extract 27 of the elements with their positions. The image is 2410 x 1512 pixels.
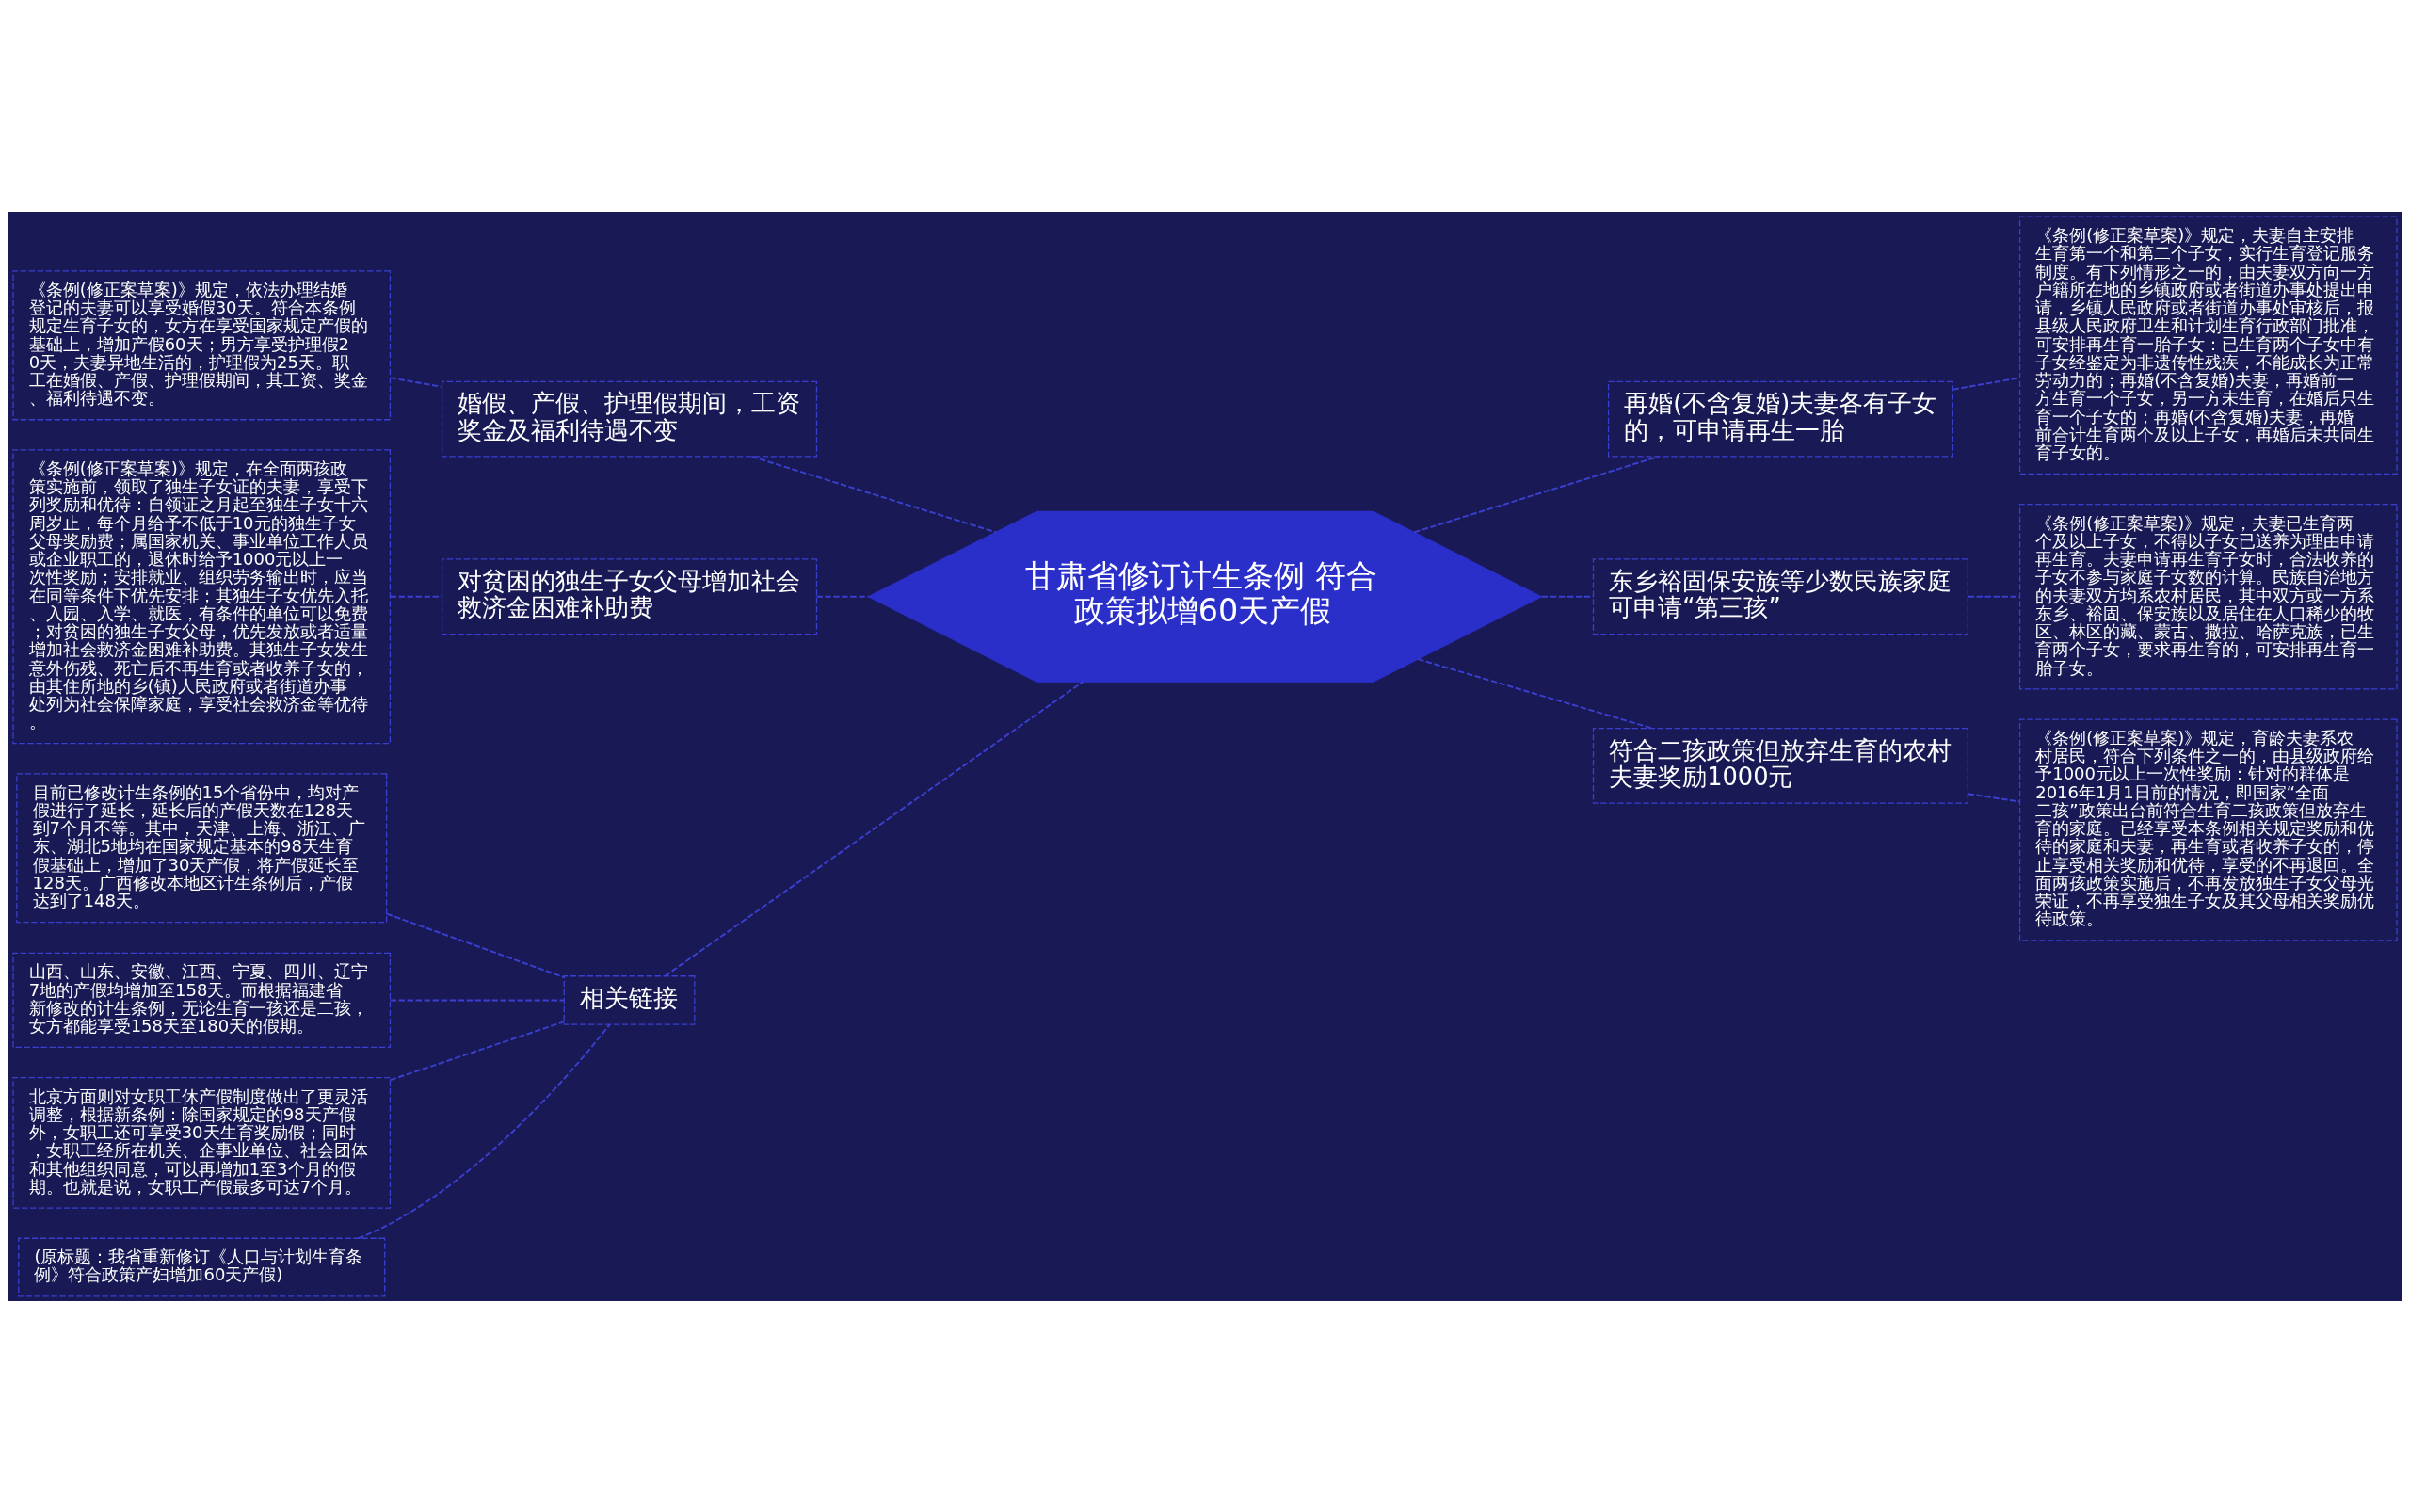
node-box: 山西、山东、安徽、江西、宁夏、四川、辽宁7地的产假均增加至158天。而根据福建省新修改的计生条例，无论生育一孩还是二孩，女方都能享受158天至180天的假期。 [12, 952, 392, 1048]
connector [1967, 595, 2021, 598]
connector [664, 680, 1084, 977]
connector [815, 595, 870, 598]
connector [389, 595, 443, 598]
connector [389, 376, 443, 388]
node-box: 《条例(修正案草案)》规定，在全面两孩政策实施前，领取了独生子女证的夫妻，享受下列奖励和优待：自领证之月起至独生子女十六周岁止，每个月给予不低于10元的独生子女父母奖励费；属国家机关、事业单位工作人员或企业职工的，退休时给予1000元以上一次性奖励；安排就业、组织劳务输出时，应当在同等条件下优先安排；其独生子女优先入托、入园、入学、就医，有条件的单位可以免费；对贫困的独生子女父母，优先发放或者适量增加社会救济金困难补助费。其独生子女发生意外伤残、死亡后不再生育或者收养子女的，由其住所地的乡(镇)人民政府或者街道办事处列为社会保障家庭，享受社会救济金等优待。 [12, 448, 392, 744]
node-box: 《条例(修正案草案)》规定，依法办理结婚登记的夫妻可以享受婚假30天。符合本条例规定生育子女的，女方在享受国家规定产假的基础上，增加产假60天；男方享受护理假20天，夫妻异地生活的，护理假为25天。职工在婚假、产假、护理假期间，其工资、奖金、福利待遇不变。 [12, 269, 392, 420]
connector [750, 455, 997, 533]
connector [385, 912, 566, 978]
node-box: 东乡裕固保安族等少数民族家庭可申请“第三孩” [1592, 557, 1968, 635]
connector [1413, 455, 1660, 533]
node-box: 北京方面则对女职工休产假制度做出了更灵活调整，根据新条例：除国家规定的98天产假外，女职工还可享受30天生育奖励假；同时，女职工经所在机关、企事业单位、社会团体和其他组织同意，可以再增加1至3个月的假期。也就是说，女职工产假最多可达7个月。 [12, 1076, 392, 1209]
connector [1967, 792, 2021, 802]
node-box: 再婚(不含复婚)夫妻各有子女的，可申请再生一胎 [1607, 380, 1953, 458]
node-box: 目前已修改计生条例的15个省份中，均对产假进行了延长，延长后的产假天数在128天到7个月不等。其中，天津、上海、浙江、广东、湖北5地均在国家规定基本的98天生育假基础上，增加了30天产假，将产假延长至128天。广西修改本地区计生条例后，产假达到了148天。 [16, 772, 388, 923]
node-box: (原标题：我省重新修订《人口与计划生育条例》符合政策产妇增加60天产假) [18, 1237, 386, 1296]
node-box: 婚假、产假、护理假期间，工资奖金及福利待遇不变 [442, 380, 818, 458]
node-box: 《条例(修正案草案)》规定，夫妻已生育两个及以上子女，不得以子女已送养为理由申请再生育。夫妻申请再生育子女时，合法收养的子女不参与家庭子女数的计算。民族自治地方的夫妻双方均系农村居民，其中双方或一方系东乡、裕固、保安族以及居住在人口稀少的牧区、林区的藏、蒙古、撒拉、哈萨克族，已生育两个子女，要求再生育的，可安排再生育一胎子女。 [2018, 503, 2398, 690]
connector [389, 1020, 565, 1081]
connector [1417, 657, 1653, 729]
node-box: 《条例(修正案草案)》规定，夫妻自主安排生育第一个和第二个子女，实行生育登记服务制度。有下列情形之一的，由夫妻双方向一方户籍所在地的乡镇政府或者街道办事处提出申请，乡镇人民政府或者街道办事处审核后，报县级人民政府卫生和计划生育行政部门批准，可安排再生育一胎子女：已生育两个子女中有子女经鉴定为非遗传性残疾，不能成长为正常劳动力的；再婚(不含复婚)夫妻，再婚前一方生育一个子女，另一方未生育，在婚后只生育一个子女的；再婚(不含复婚)夫妻，再婚前合计生育两个及以上子女，再婚后未共同生育子女的。 [2018, 216, 2398, 475]
node-box: 对贫困的独生子女父母增加社会救济金困难补助费 [442, 557, 818, 635]
node-box: 《条例(修正案草案)》规定，育龄夫妻系农村居民，符合下列条件之一的，由县级政府给予1000元以上一次性奖励：针对的群体是2016年1月1日前的情况，即国家“全面二孩”政策出台前符合生育二孩政策但放弃生育的家庭。已经享受本条例相关规定奖励和优待的家庭和夫妻，再生育或者收养子女的，停止享受相关奖励和优待，享受的不再退回。全面两孩政策实施后，不再发放独生子女父母光荣证，不再享受独生子女及其父母相关奖励优待政策。 [2018, 717, 2398, 941]
connector [389, 998, 565, 1001]
node-box: 符合二孩政策但放弃生育的农村夫妻奖励1000元 [1592, 727, 1968, 804]
node-box: 相关链接 [563, 974, 696, 1025]
